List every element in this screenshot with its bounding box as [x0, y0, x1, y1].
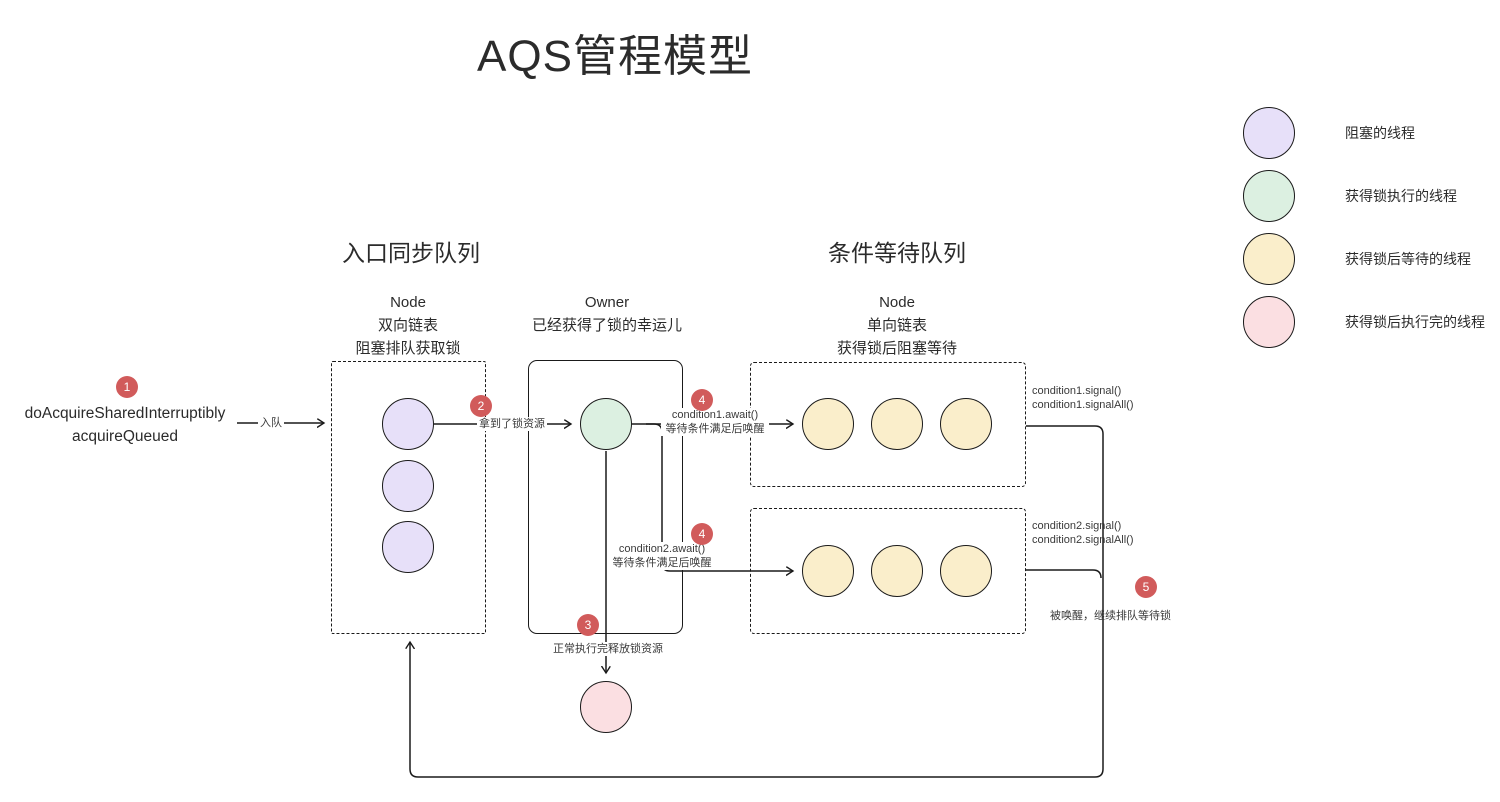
legend-item-running: 获得锁执行的线程 [1243, 170, 1457, 222]
legend-swatch-blocked [1243, 107, 1295, 159]
legend-item-blocked: 阻塞的线程 [1243, 107, 1415, 159]
condition1-waiting-node-2 [871, 398, 923, 450]
edge-signal2 [1026, 569, 1102, 579]
blocked-thread-node-3 [382, 521, 434, 573]
owner-box [528, 360, 683, 634]
step-badge-2: 2 [470, 395, 492, 417]
step-badge-4a: 4 [691, 389, 713, 411]
step-badge-3: 3 [577, 614, 599, 636]
condition2-waiting-node-3 [940, 545, 992, 597]
legend-label-blocked: 阻塞的线程 [1345, 125, 1415, 141]
requeue-label: 被唤醒，继续排队等待锁 [1050, 610, 1171, 622]
legend-item-waiting: 获得锁后等待的线程 [1243, 233, 1471, 285]
step-badge-4b: 4 [691, 523, 713, 545]
signal1-label: condition1.signal() condition1.signalAll… [1032, 385, 1134, 411]
owner-label: Owner 已经获得了锁的幸运儿 [531, 294, 682, 334]
condition-queue-heading: 条件等待队列 [828, 240, 966, 266]
release-label: 正常执行完释放锁资源 [551, 642, 665, 656]
condition2-waiting-node-1 [802, 545, 854, 597]
step-badge-1: 1 [116, 376, 138, 398]
condition2-waiting-node-2 [871, 545, 923, 597]
legend-label-finished: 获得锁后执行完的线程 [1345, 314, 1485, 330]
await2-label: condition2.await() 等待条件满足后唤醒 [608, 542, 716, 570]
finished-thread-node [580, 681, 632, 733]
signal2-label: condition2.signal() condition2.signalAll… [1032, 520, 1134, 546]
condition1-waiting-node-1 [802, 398, 854, 450]
edge-await2 [646, 423, 793, 571]
condition2-queue-box [750, 508, 1026, 634]
blocked-thread-node-1 [382, 398, 434, 450]
enqueue-label: 入队 [258, 416, 284, 430]
owner-thread-node [580, 398, 632, 450]
await1-label: condition1.await() 等待条件满足后唤醒 [661, 408, 769, 436]
legend-swatch-waiting [1243, 233, 1295, 285]
page-title: AQS管程模型 [477, 32, 753, 81]
blocked-thread-node-2 [382, 460, 434, 512]
legend-swatch-running [1243, 170, 1295, 222]
entry-node-label: Node 双向链表 阻塞排队获取锁 [355, 294, 461, 357]
condition1-waiting-node-3 [940, 398, 992, 450]
condition-node-label: Node 单向链表 获得锁后阻塞等待 [836, 294, 957, 357]
entry-queue-heading: 入口同步队列 [342, 240, 480, 266]
legend-swatch-finished [1243, 296, 1295, 348]
legend-label-waiting: 获得锁后等待的线程 [1345, 251, 1471, 267]
edge-signal1-requeue [410, 425, 1104, 778]
legend-label-running: 获得锁执行的线程 [1345, 188, 1457, 204]
step-badge-5: 5 [1135, 576, 1157, 598]
acquired-label: 拿到了锁资源 [477, 417, 547, 431]
source-methods-label: doAcquireSharedInterruptibly acquireQueu… [24, 405, 226, 445]
entry-queue-box [331, 361, 486, 634]
legend-item-finished: 获得锁后执行完的线程 [1243, 296, 1485, 348]
